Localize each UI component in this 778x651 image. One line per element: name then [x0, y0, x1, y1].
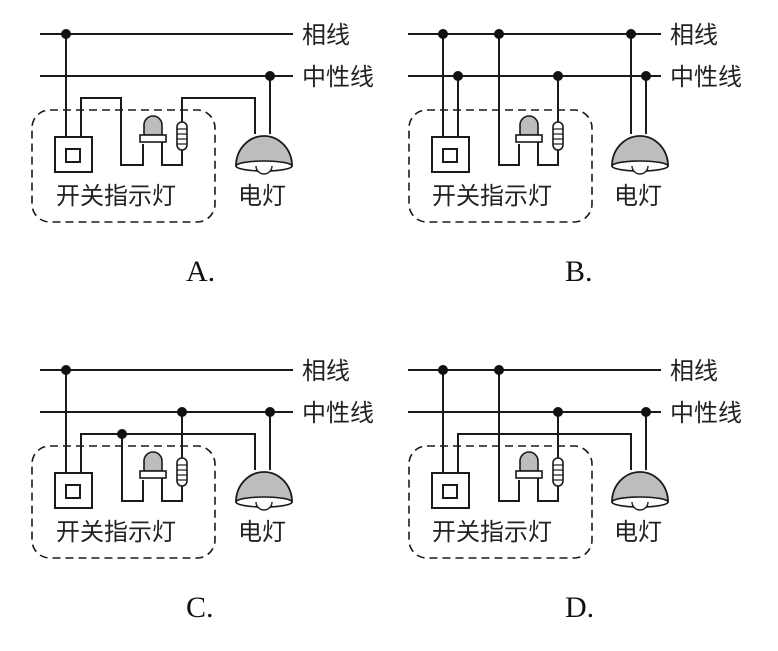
wire: [80, 97, 144, 166]
indicator-switch-label: 开关指示灯: [432, 518, 552, 546]
junction-node: [453, 71, 463, 81]
junction-node: [626, 29, 636, 39]
circuit-a: 相线 中性线 开关指示灯 电灯: [31, 21, 374, 223]
lamp-icon: [611, 471, 669, 503]
resistor-icon: [176, 457, 188, 487]
live-wire-label: 相线: [670, 357, 718, 385]
led-base: [139, 134, 167, 143]
junction-node: [61, 365, 71, 375]
resistor-icon: [552, 121, 564, 151]
indicator-switch-box: [31, 109, 216, 223]
switch-button: [65, 148, 81, 163]
live-wire-label: 相线: [302, 357, 350, 385]
junction-node: [265, 71, 275, 81]
wire: [181, 97, 256, 134]
neutral-wire-label: 中性线: [670, 399, 742, 427]
led-indicator-icon: [519, 451, 539, 472]
junction-node: [553, 407, 563, 417]
junction-node: [641, 71, 651, 81]
option-label[interactable]: B.: [565, 255, 593, 288]
option-c-panel: 相线 中性线 开关指示灯 电灯 C.: [0, 336, 389, 651]
indicator-switch-box: [408, 109, 593, 223]
neutral-wire-label: 中性线: [670, 63, 742, 91]
junction-node: [265, 407, 275, 417]
lamp-label: 电灯: [238, 518, 286, 546]
resistor-icon: [176, 121, 188, 151]
indicator-switch-box: [31, 445, 216, 559]
option-label[interactable]: C.: [186, 591, 214, 624]
neutral-wire-label: 中性线: [302, 63, 374, 91]
circuit-b: 相线 中性线 开关指示灯 电灯: [408, 21, 742, 223]
circuit-c: 相线 中性线 开关指示灯 电灯: [31, 357, 374, 559]
lamp-label: 电灯: [614, 182, 662, 210]
junction-node: [61, 29, 71, 39]
junction-node: [494, 29, 504, 39]
resistor-icon: [552, 457, 564, 487]
lamp-label: 电灯: [614, 518, 662, 546]
junction-node: [438, 29, 448, 39]
lamp-icon: [235, 135, 293, 167]
option-b-panel: 相线 中性线 开关指示灯 电灯 B.: [378, 0, 767, 315]
led-indicator-icon: [143, 115, 163, 136]
option-label[interactable]: A.: [186, 255, 216, 288]
live-wire-label: 相线: [670, 21, 718, 49]
indicator-switch-box: [408, 445, 593, 559]
junction-node: [553, 71, 563, 81]
option-label[interactable]: D.: [565, 591, 595, 624]
indicator-switch-label: 开关指示灯: [56, 518, 176, 546]
junction-node: [641, 407, 651, 417]
switch: [431, 136, 470, 173]
lamp-icon: [611, 135, 669, 167]
option-d-panel: 相线 中性线 开关指示灯 电灯 D.: [378, 336, 767, 651]
lamp-label: 电灯: [238, 182, 286, 210]
switch: [54, 136, 93, 173]
indicator-switch-label: 开关指示灯: [432, 182, 552, 210]
lamp-icon: [235, 471, 293, 503]
switch: [431, 472, 470, 509]
circuit-d: 相线 中性线 开关指示灯 电灯: [408, 357, 742, 559]
junction-node: [177, 407, 187, 417]
led-indicator-icon: [519, 115, 539, 136]
led-indicator-icon: [143, 451, 163, 472]
option-a-panel: 相线 中性线 开关指示灯 电灯 A.: [0, 0, 389, 315]
neutral-wire-label: 中性线: [302, 399, 374, 427]
wire: [161, 142, 183, 166]
indicator-switch-label: 开关指示灯: [56, 182, 176, 210]
junction-node: [438, 365, 448, 375]
junction-node: [117, 429, 127, 439]
live-wire-label: 相线: [302, 21, 350, 49]
junction-node: [494, 365, 504, 375]
switch-button: [442, 148, 458, 163]
switch: [54, 472, 93, 509]
